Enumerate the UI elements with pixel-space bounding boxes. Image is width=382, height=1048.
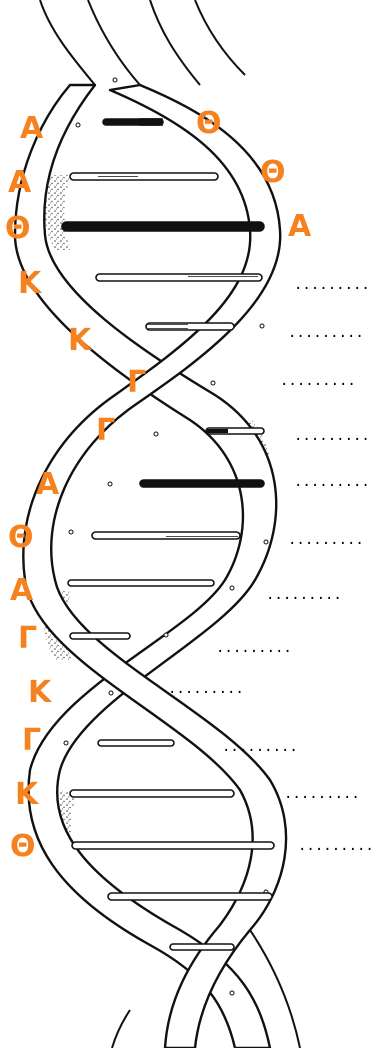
base-label: Θ [196, 106, 222, 141]
base-label: Κ [15, 777, 40, 812]
base-label: Γ [22, 723, 41, 758]
base-label: Α [20, 111, 44, 146]
answer-blank[interactable]: ......... [288, 325, 364, 341]
answer-blank[interactable]: ......... [168, 681, 244, 697]
base-label: Α [8, 165, 32, 200]
answer-blank[interactable]: ......... [288, 532, 364, 548]
base-label: Θ [5, 211, 31, 246]
answer-blank[interactable]: ......... [294, 428, 370, 444]
answer-blank[interactable]: ......... [222, 739, 298, 755]
top-strand-ends [40, 0, 245, 85]
answer-blank[interactable]: ......... [216, 640, 292, 656]
answer-blank[interactable]: ......... [280, 373, 356, 389]
base-label: Γ [127, 365, 146, 400]
base-label: Α [10, 573, 34, 608]
answer-blank[interactable]: ......... [294, 474, 370, 490]
base-label: Κ [68, 323, 93, 358]
base-label: Κ [18, 266, 43, 301]
answer-blank[interactable]: ......... [284, 786, 360, 802]
base-label: Θ [260, 155, 286, 190]
base-label: Α [288, 209, 312, 244]
base-label: Α [36, 467, 60, 502]
base-label: Θ [8, 520, 34, 555]
answer-blank[interactable]: ......... [294, 277, 370, 293]
answer-blanks: ......... ......... ......... ......... … [168, 277, 374, 854]
base-label: Κ [28, 675, 53, 710]
answer-blank[interactable]: ......... [266, 587, 342, 603]
answer-blank[interactable]: ......... [298, 838, 374, 854]
base-label: Γ [96, 413, 115, 448]
base-label: Γ [18, 621, 37, 656]
base-label: Θ [10, 829, 36, 864]
